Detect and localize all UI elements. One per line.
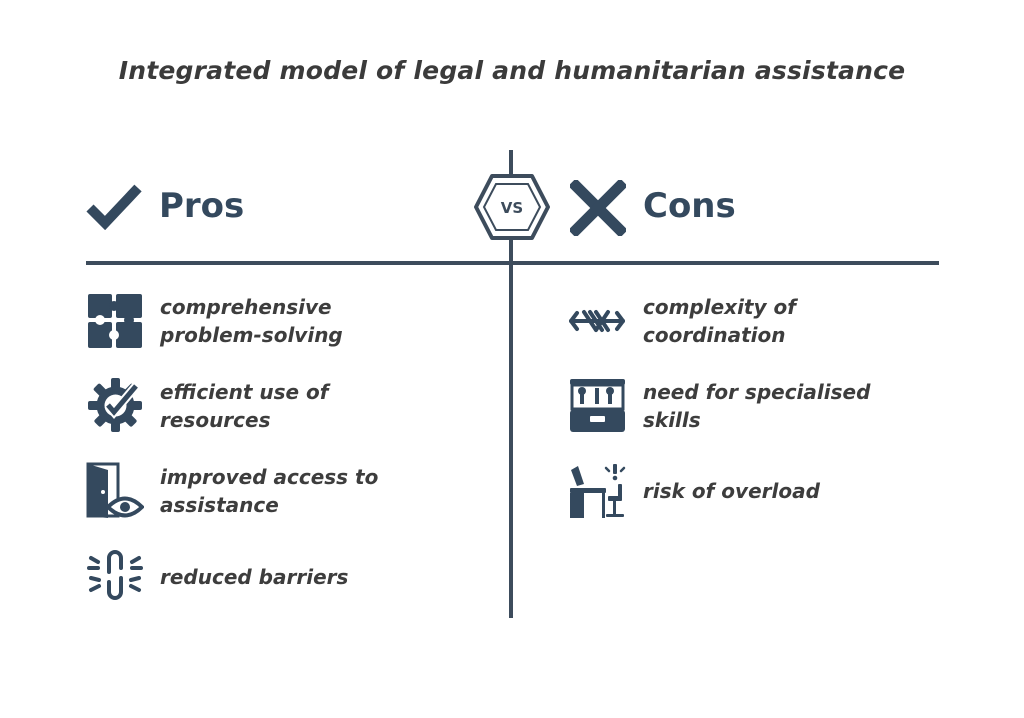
toolbox-icon: [570, 379, 625, 432]
pros-item-2: efficient use of resources: [160, 380, 329, 432]
broken-link-icon: [87, 550, 143, 600]
pros-label: Pros: [159, 186, 245, 226]
tangled-arrows-icon: [569, 310, 625, 332]
page-title: Integrated model of legal and humanitari…: [118, 56, 906, 85]
pros-item-1: comprehensive problem-solving: [160, 295, 343, 347]
puzzle-icon: [88, 294, 142, 348]
cons-item-2: need for specialised skills: [643, 380, 871, 432]
cross-icon: [570, 180, 626, 236]
pros-item-3: improved access to assistance: [160, 465, 379, 517]
cons-item-3: risk of overload: [643, 479, 820, 503]
check-icon: [86, 184, 142, 230]
center-divider-top: [509, 150, 513, 186]
gear-check-icon: [88, 378, 142, 432]
vs-badge-icon: VS: [474, 174, 550, 240]
door-eye-icon: [86, 462, 144, 518]
vs-label: VS: [501, 199, 523, 217]
header-divider: [86, 261, 939, 265]
cons-item-1: complexity of coordination: [643, 295, 796, 347]
desk-alert-icon: [570, 464, 626, 518]
pros-item-4: reduced barriers: [160, 565, 349, 589]
center-divider: [509, 234, 513, 618]
cons-label: Cons: [643, 186, 736, 226]
